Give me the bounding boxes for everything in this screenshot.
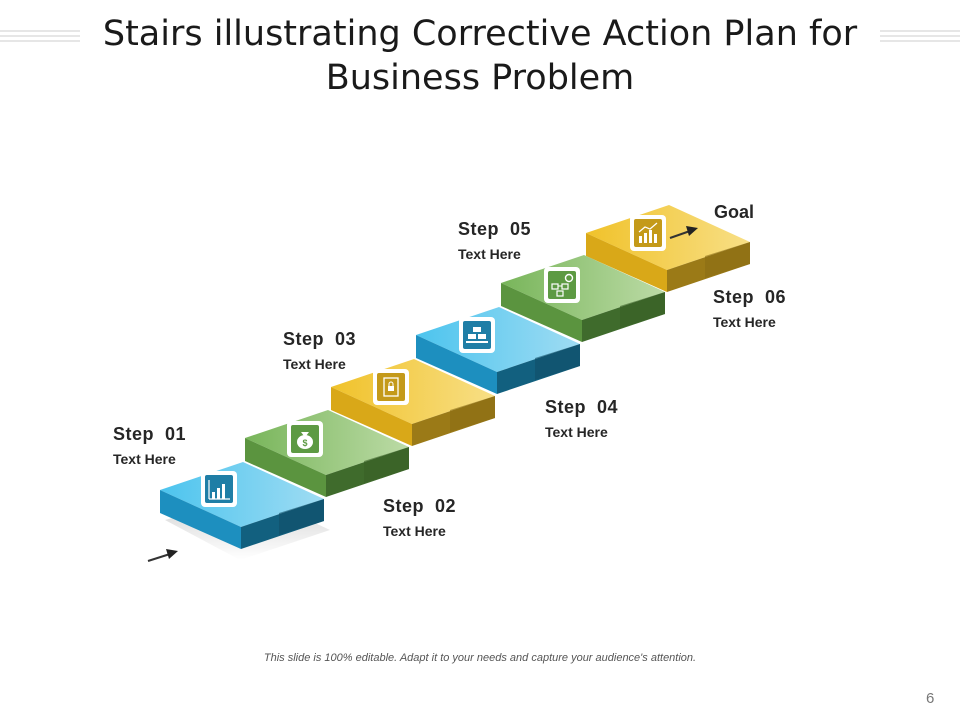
slide-title: Stairs illustrating Corrective Action Pl…	[102, 14, 858, 98]
goal-arrow-icon	[669, 226, 698, 239]
step-5-label-group: Step 05 Text Here	[458, 219, 531, 262]
step-4-label-group: Step 04 Text Here	[545, 397, 618, 440]
stair-block-6	[586, 205, 750, 292]
process-flow-icon	[544, 267, 580, 303]
step-4-title: Step 04	[545, 397, 619, 417]
stair-block-3	[331, 359, 495, 446]
money-bag-icon: $	[287, 421, 323, 457]
stair-block-4	[416, 307, 580, 394]
step-4-text: Text Here	[545, 424, 608, 440]
svg-text:$: $	[302, 438, 307, 448]
step-3-title: Step 03	[283, 329, 357, 349]
growth-chart-icon	[630, 215, 666, 251]
footer-note: This slide is 100% editable. Adapt it to…	[263, 652, 697, 664]
title-decoration-right	[880, 30, 960, 50]
step-2-title: Step 02	[383, 496, 457, 516]
step-1-title: Step 01	[113, 424, 187, 444]
locked-notebook-icon	[373, 369, 409, 405]
stair-block-5	[501, 255, 665, 342]
page-number: 6	[926, 690, 935, 707]
step-6-label-group: Step 06 Text Here	[713, 287, 786, 330]
goal-label: Goal	[714, 202, 755, 222]
bar-chart-icon	[201, 471, 237, 507]
step-5-title: Step 05	[458, 219, 532, 239]
step-5-text: Text Here	[458, 246, 521, 262]
step-6-title: Step 06	[713, 287, 787, 307]
step-3-text: Text Here	[283, 356, 346, 372]
title-decoration-left	[0, 30, 80, 50]
start-arrow-icon	[147, 549, 178, 562]
step-1-label-group: Step 01 Text Here	[113, 424, 186, 467]
step-6-text: Text Here	[713, 314, 776, 330]
stair-block-2	[245, 410, 409, 497]
step-1-text: Text Here	[113, 451, 176, 467]
step-2-label-group: Step 02 Text Here	[383, 496, 456, 539]
step-3-label-group: Step 03 Text Here	[283, 329, 356, 372]
gold-bars-icon	[459, 317, 495, 353]
step-2-text: Text Here	[383, 523, 446, 539]
